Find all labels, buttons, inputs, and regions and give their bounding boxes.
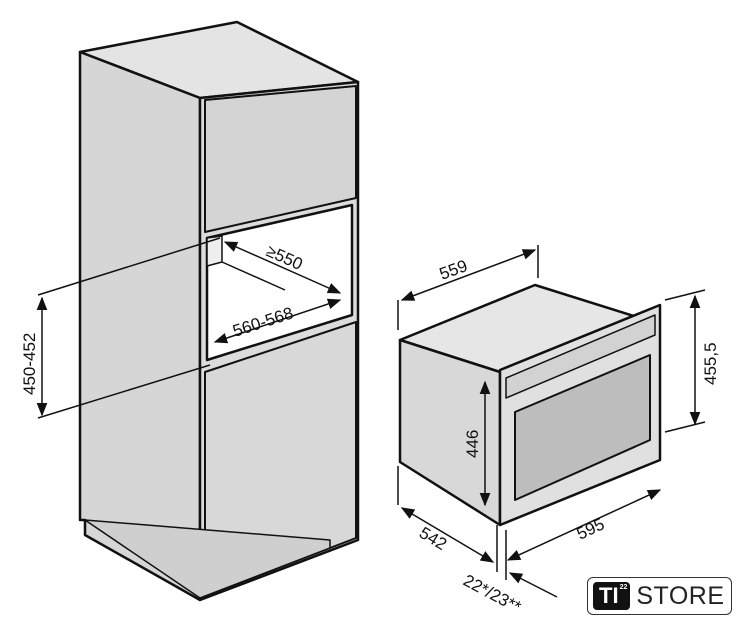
cabinet-dimensions	[36, 237, 342, 419]
body-width-label: 559	[437, 256, 470, 284]
logo-superscript: 22	[619, 584, 628, 591]
tall-cabinet	[78, 20, 360, 602]
depth-label: 542	[416, 523, 450, 554]
logo-mark-text: TI	[599, 583, 619, 608]
front-thickness-label: 22*/23**	[460, 571, 524, 617]
oven-dimensions	[397, 245, 706, 598]
cabinet-side	[78, 50, 202, 602]
logo-text: STORE	[636, 581, 725, 610]
oven-control-panel	[505, 314, 656, 399]
front-width-label: 595	[574, 514, 608, 543]
plinth	[84, 519, 331, 599]
oven	[398, 283, 662, 527]
upper-door	[204, 85, 357, 233]
body-height-label: 446	[463, 430, 482, 458]
front-height-label: 455,5	[701, 342, 720, 385]
oven-window	[514, 354, 651, 501]
niche-height-label: 450-452	[20, 333, 39, 395]
